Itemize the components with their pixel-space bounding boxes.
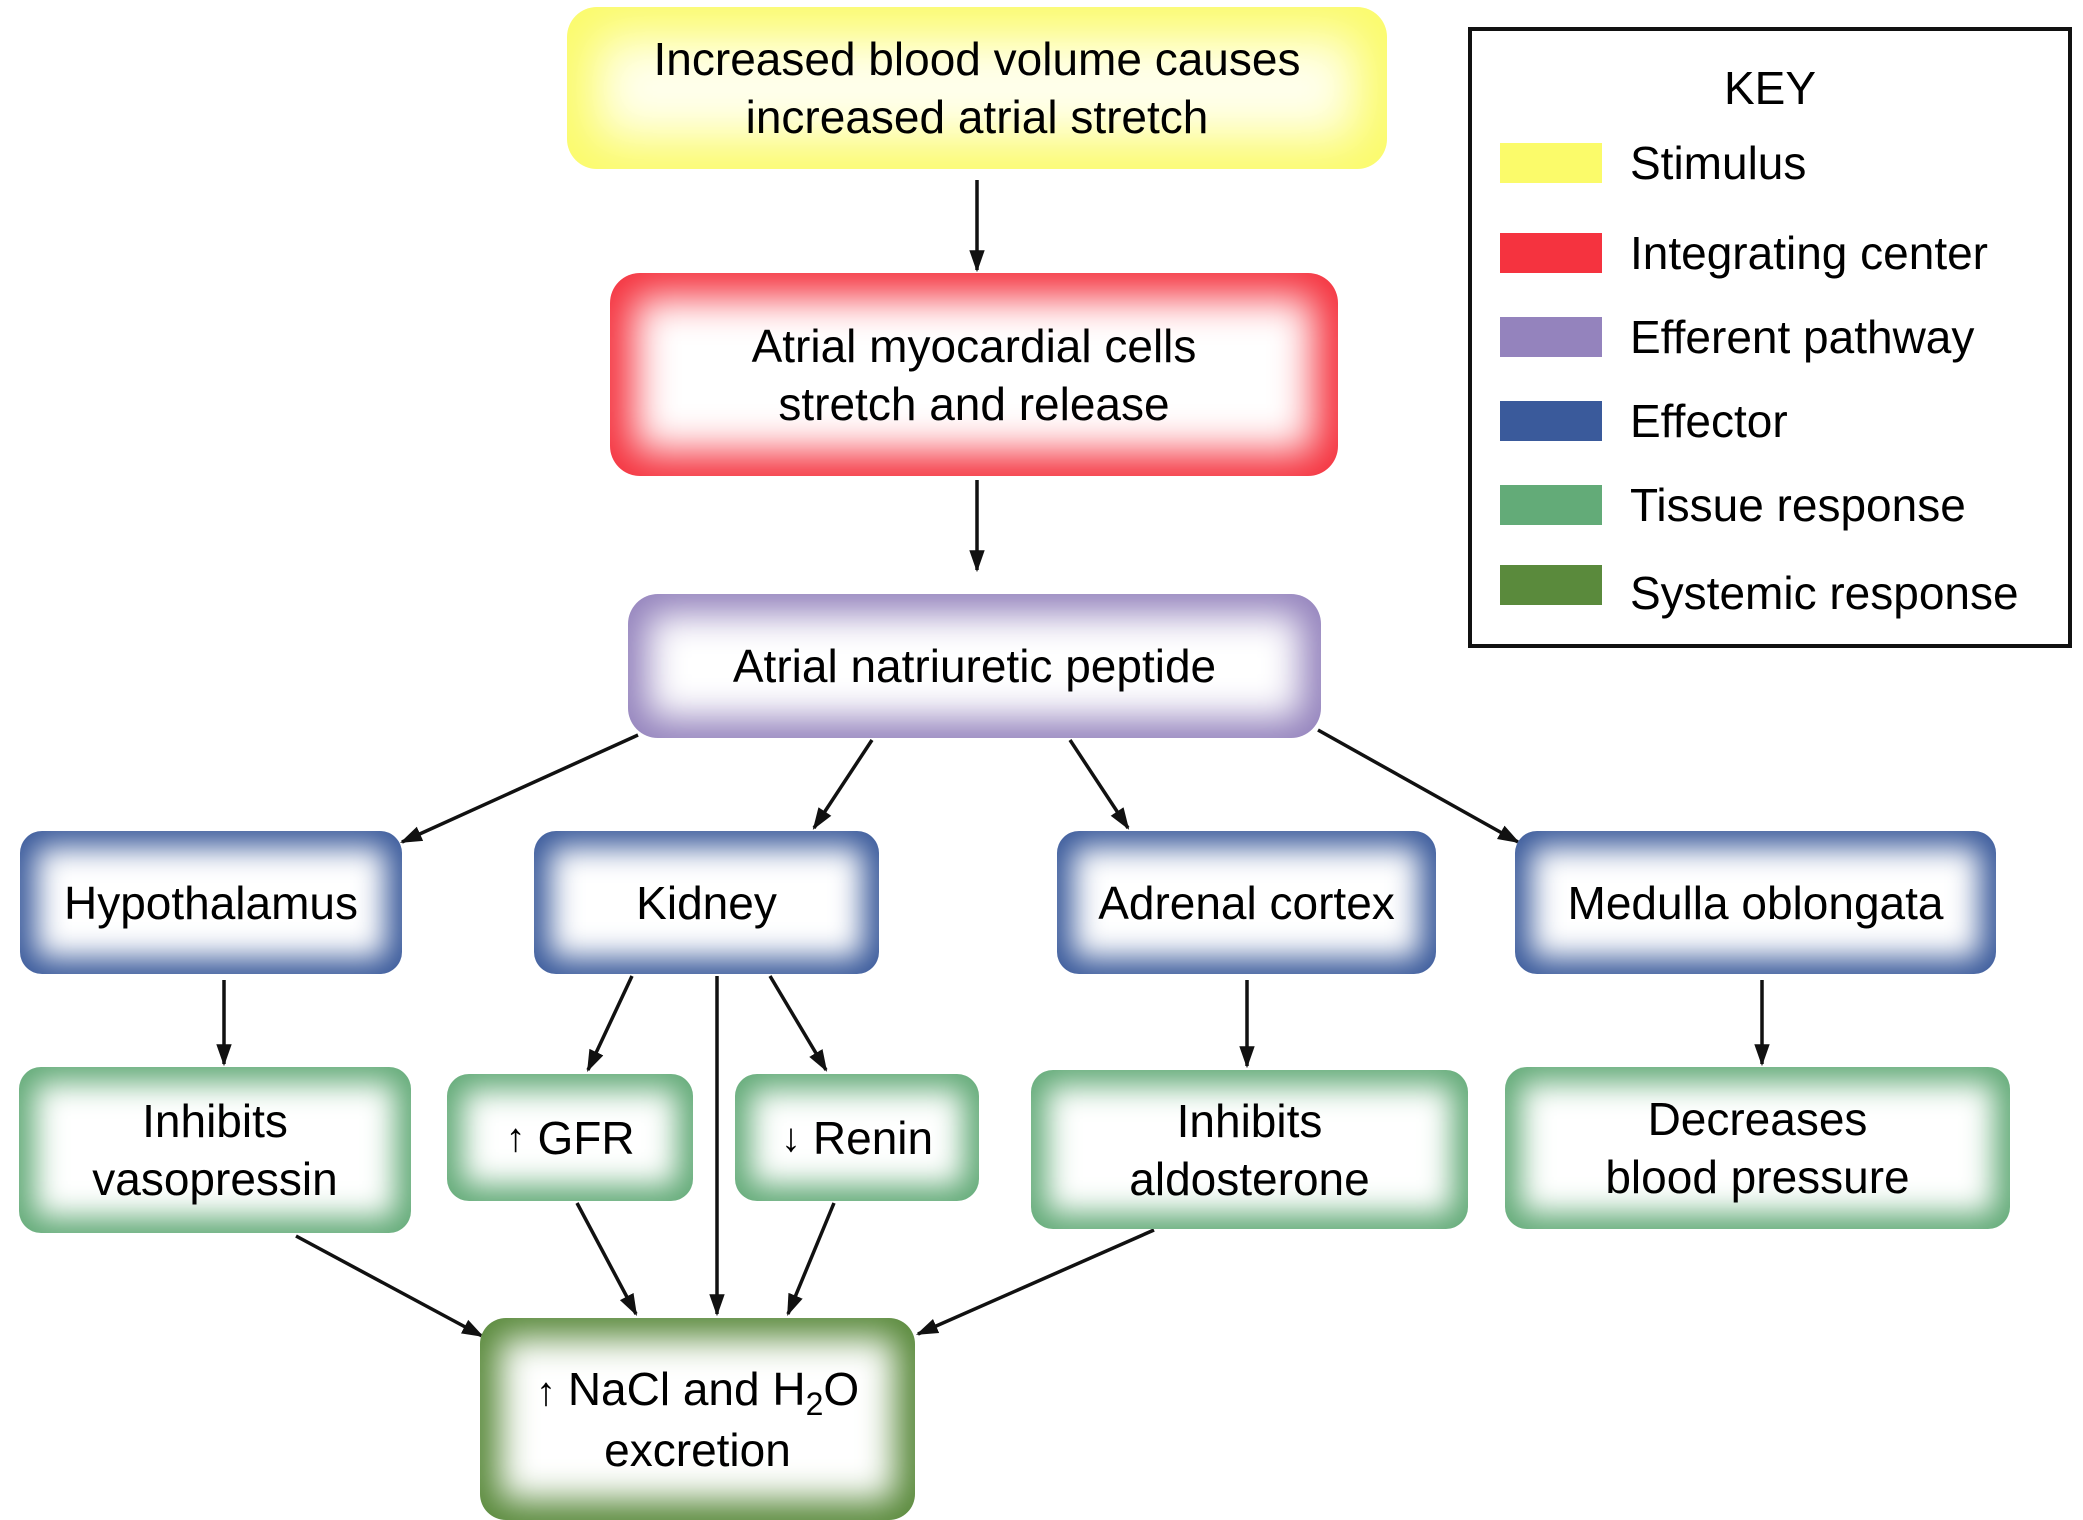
key-swatch <box>1500 143 1602 183</box>
inhibits-aldosterone-node: Inhibits aldosterone <box>1031 1070 1468 1229</box>
efferent-pathway-node: Atrial natriuretic peptide <box>628 594 1321 738</box>
renin-node: ↓ Renin <box>735 1074 979 1201</box>
key-item-efferent-pathway: Efferent pathway <box>1500 311 1974 363</box>
arrow-gfr-to-excretion <box>575 1202 638 1316</box>
up-arrow-icon: ↑ <box>535 1369 556 1414</box>
arrow-anp-to-kidney <box>812 739 874 830</box>
aldosterone-line2: aldosterone <box>1129 1152 1370 1205</box>
arrow-kidney-to-gfr <box>586 975 634 1072</box>
arrow-renin-to-excretion <box>786 1202 836 1317</box>
kidney-node: Kidney <box>534 831 879 974</box>
key-item-tissue-response: Tissue response <box>1500 479 1966 531</box>
medulla-oblongata-node: Medulla oblongata <box>1515 831 1996 974</box>
key-item-effector: Effector <box>1500 395 1788 447</box>
stimulus-node: Increased blood volume causes increased … <box>567 7 1387 169</box>
inhibits-vasopressin-node: Inhibits vasopressin <box>19 1067 411 1233</box>
hypothalamus-node: Hypothalamus <box>20 831 402 974</box>
vasopressin-line1: Inhibits <box>142 1095 288 1147</box>
stimulus-line2: increased atrial stretch <box>745 91 1209 143</box>
down-arrow-icon: ↓ <box>780 1115 801 1160</box>
up-arrow-icon: ↑ <box>505 1115 526 1160</box>
excretion-line2: excretion <box>604 1423 791 1476</box>
key-swatch <box>1500 401 1602 441</box>
key-swatch <box>1500 565 1602 605</box>
aldosterone-line1: Inhibits <box>1176 1094 1323 1147</box>
key-title: KEY <box>1723 62 1817 114</box>
integrating-line2: stretch and release <box>778 377 1170 430</box>
gfr-node: ↑ GFR <box>447 1074 693 1201</box>
medulla-label: Medulla oblongata <box>1567 876 1944 929</box>
key-item-integrating-center: Integrating center <box>1500 227 1988 279</box>
efferent-line1: Atrial natriuretic peptide <box>732 640 1217 692</box>
arrow-anp-to-adrenal <box>1068 739 1130 830</box>
gfr-label: GFR <box>537 1111 635 1164</box>
kidney-label: Kidney <box>636 876 777 929</box>
nacl-h2o-excretion-node: ↑NaCl and H2O excretion <box>480 1318 915 1520</box>
renin-label: Renin <box>812 1111 934 1164</box>
adrenal-cortex-node: Adrenal cortex <box>1057 831 1436 974</box>
key-swatch <box>1500 317 1602 357</box>
key-item-stimulus: Stimulus <box>1500 137 1806 189</box>
arrow-vasopressin-to-excretion <box>295 1234 484 1338</box>
arrow-anp-to-medulla <box>1317 728 1520 844</box>
key-swatch <box>1500 485 1602 525</box>
stimulus-line1: Increased blood volume causes <box>653 33 1301 85</box>
integrating-center-node: Atrial myocardial cells stretch and rele… <box>610 273 1338 476</box>
bp-line2: blood pressure <box>1605 1151 1910 1203</box>
bp-line1: Decreases <box>1647 1093 1868 1145</box>
arrow-kidney-to-renin <box>768 975 828 1072</box>
arrow-anp-to-hypothalamus <box>399 733 639 844</box>
decreases-blood-pressure-node: Decreases blood pressure <box>1505 1067 2010 1229</box>
arrow-aldosterone-to-excretion <box>915 1228 1155 1336</box>
vasopressin-line2: vasopressin <box>92 1153 338 1205</box>
legend-key: KEY Stimulus Integrating center Efferent… <box>1468 27 2072 648</box>
excretion-line1: ↑NaCl and H2O <box>535 1362 860 1422</box>
key-item-systemic-response: Systemic response <box>1500 565 2019 619</box>
integrating-line1: Atrial myocardial cells <box>751 319 1197 372</box>
hypothalamus-label: Hypothalamus <box>63 876 359 929</box>
adrenal-label: Adrenal cortex <box>1098 876 1395 929</box>
key-swatch <box>1500 233 1602 273</box>
